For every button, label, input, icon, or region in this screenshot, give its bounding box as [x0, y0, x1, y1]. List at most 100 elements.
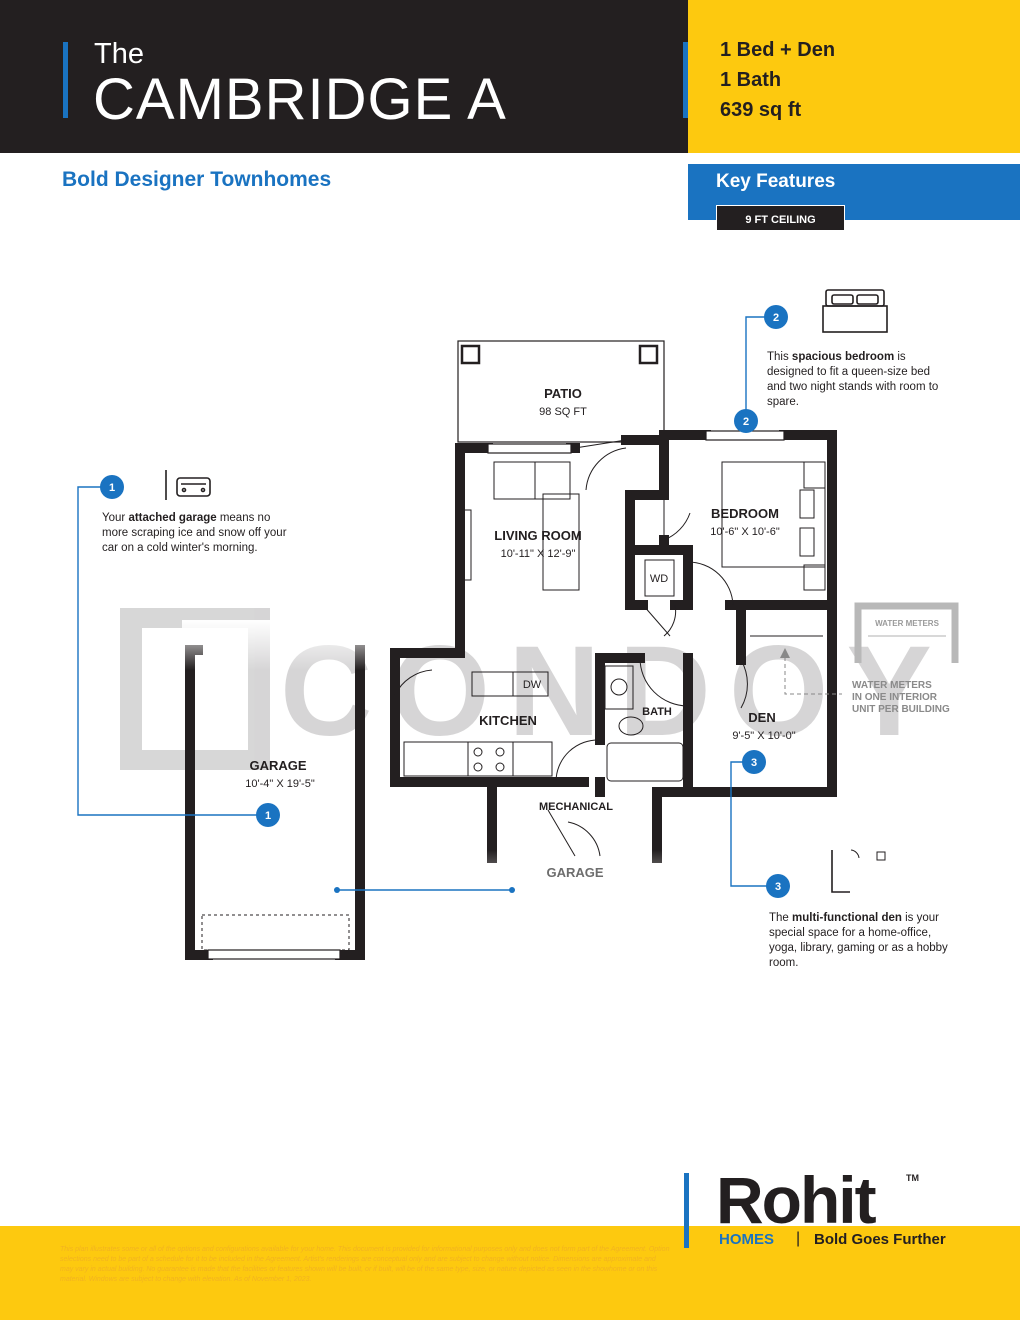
badge-1-plan-text: 1 — [265, 810, 271, 822]
washer-dryer — [644, 559, 675, 597]
brand-logo: Rohit — [716, 1163, 877, 1237]
label-kitchen: KITCHEN — [479, 713, 537, 728]
wall-bedroom-top-a — [659, 430, 711, 445]
header-dark-panel — [0, 0, 688, 153]
burner-2 — [495, 747, 505, 757]
water-meter-note-3: UNIT PER BUILDING — [852, 704, 950, 715]
burner-4 — [495, 762, 505, 772]
specs-accent-bar — [683, 42, 688, 118]
title-prefix: The — [94, 38, 144, 70]
badge-1-plan — [256, 803, 280, 827]
key-features-label: Key Features — [716, 171, 836, 192]
patio-outline — [457, 340, 665, 443]
dishwasher — [512, 671, 549, 697]
walls — [185, 430, 837, 960]
ceiling-badge: 9 FT CEILING — [716, 205, 845, 231]
callout-text-garage: Your attached garage means no more scrap… — [102, 512, 287, 554]
label-den: DEN — [748, 710, 775, 725]
pillow-a — [799, 489, 815, 519]
wall-garage-west — [185, 645, 213, 960]
badge-1-top — [100, 475, 124, 499]
garage-wall-fade — [182, 620, 368, 670]
badge-3-bottom — [766, 874, 790, 898]
label-bedroom-dim: 10'-6" X 10'-6" — [710, 526, 780, 538]
water-meter-note: WATER METERS IN ONE INTERIOR UNIT PER BU… — [852, 680, 950, 715]
armchair-a — [493, 461, 536, 500]
pillow-b — [799, 527, 815, 557]
callout-dot-a — [334, 887, 340, 893]
garage-door — [207, 949, 341, 960]
badge-3-bottom-text: 3 — [775, 881, 781, 893]
door-mech — [555, 739, 601, 783]
brand-tagline: Bold Goes Further — [814, 1231, 946, 1248]
label-den-dim: 9'-5" X 10'-0" — [732, 730, 795, 742]
wall-east — [657, 430, 837, 797]
plan-title: CAMBRIDGE A — [93, 67, 507, 132]
label-garage-dim: 10'-4" X 19'-5" — [245, 778, 315, 790]
furniture — [201, 461, 826, 951]
garage-storage — [201, 914, 350, 951]
stove — [467, 741, 514, 777]
bed — [721, 461, 826, 568]
door-bedroom — [687, 561, 734, 606]
callout-dot-b — [509, 887, 515, 893]
label-living-dim: 10'-11" X 12'-9" — [501, 548, 576, 560]
media-console — [462, 509, 472, 581]
door-bedroom-closet — [663, 495, 691, 541]
water-meter-note-2: IN ONE INTERIOR — [852, 692, 938, 703]
label-bath: BATH — [642, 706, 672, 718]
water-meter-box — [854, 602, 959, 663]
door-kitchen-garage — [394, 669, 433, 696]
disclaimer: This plan illustrates some or all of the… — [60, 1246, 670, 1283]
nightstand-a — [803, 461, 826, 489]
spec-bathrooms: 1 Bath — [720, 69, 782, 91]
label-patio-area: 98 SQ FT — [539, 406, 587, 418]
door-bath — [639, 657, 689, 707]
nightstand-b — [803, 564, 826, 591]
callout-text-den: The multi-functional den is your special… — [769, 912, 948, 969]
window-living — [487, 443, 572, 454]
door-den — [740, 659, 748, 709]
toilet — [618, 716, 644, 736]
wall-bath-north — [595, 653, 645, 745]
room-labels: PATIO 98 SQ FT LIVING ROOM 10'-11" X 12'… — [245, 386, 796, 880]
label-patio: PATIO — [544, 386, 582, 401]
burner-1 — [473, 747, 483, 757]
badge-3-plan-text: 3 — [751, 757, 757, 769]
bathtub — [606, 742, 684, 782]
brand-homes: HOMES — [719, 1231, 775, 1248]
badge-2-plan-text: 2 — [743, 416, 749, 428]
water-meter-leader — [784, 650, 842, 695]
badge-2-top — [764, 305, 788, 329]
water-meter-arrow — [780, 648, 790, 658]
footer-band — [0, 1226, 1020, 1320]
badge-2-plan — [734, 409, 758, 433]
callout-line-garage — [77, 486, 266, 816]
water-meter-detail: WATER METERS — [780, 602, 959, 695]
floor-plan: CONDOY — [77, 289, 959, 960]
door-garage — [547, 809, 601, 857]
armchair-b — [534, 461, 571, 500]
vanity — [604, 665, 634, 710]
vanity-sink — [610, 678, 628, 696]
water-meter-note-1: WATER METERS — [852, 680, 932, 691]
callout-line-den — [730, 761, 778, 887]
bed-icon — [822, 289, 888, 333]
patio-post-right — [638, 344, 659, 365]
header-accent-bar — [63, 42, 68, 118]
specs-panel — [688, 0, 1020, 153]
brand-tm: TM — [906, 1173, 919, 1183]
mech-wall-fade — [484, 850, 664, 914]
doors — [394, 439, 748, 857]
door-patio — [574, 439, 627, 491]
subtitle: Bold Designer Townhomes — [62, 168, 332, 191]
wall-garage-east — [335, 645, 365, 960]
spec-bedrooms: 1 Bed + Den — [720, 39, 836, 61]
label-wd: WD — [650, 573, 668, 585]
patio-post-left — [460, 344, 481, 365]
label-dw: DW — [523, 679, 542, 691]
label-living-room: LIVING ROOM — [494, 528, 581, 543]
windows — [207, 430, 785, 960]
callout-badges: 1 1 2 2 3 3 — [100, 305, 790, 898]
label-garage-lower: GARAGE — [546, 865, 603, 880]
